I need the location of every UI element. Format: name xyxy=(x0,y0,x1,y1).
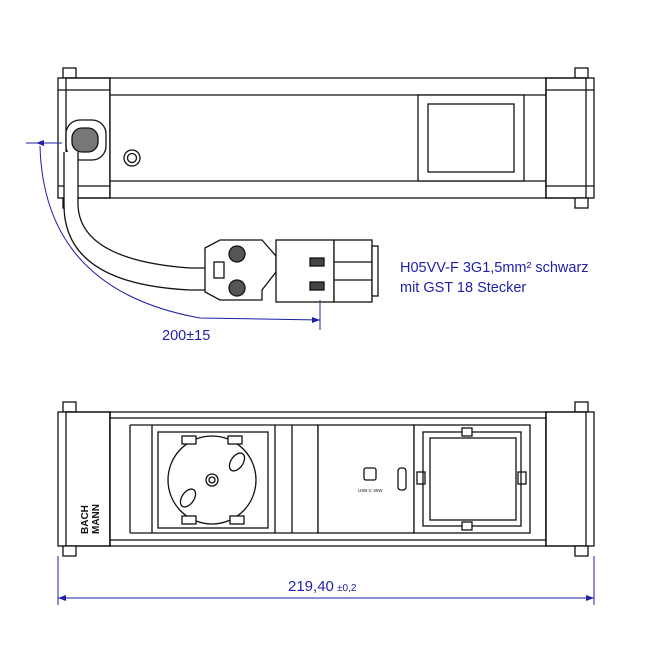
width-dimension xyxy=(57,556,595,605)
cable-gland xyxy=(65,119,107,161)
top-view xyxy=(57,67,595,303)
cable-spec-line1: H05VV-F 3G1,5mm² schwarz xyxy=(400,260,589,276)
usb-module xyxy=(317,424,415,534)
schuko-socket xyxy=(157,431,269,529)
brand-line2: MANN xyxy=(91,504,102,534)
usb-label: USB-C 30W xyxy=(358,488,383,493)
front-view xyxy=(57,401,595,557)
front-left-end-cap xyxy=(57,401,111,557)
width-dim-tolerance: ±0,2 xyxy=(337,583,357,594)
data-module-top xyxy=(417,94,525,182)
indicator-circle xyxy=(123,149,141,167)
gst18-connector xyxy=(204,239,379,303)
cable-spec-line2: mit GST 18 Stecker xyxy=(400,280,526,296)
data-module-front xyxy=(413,424,531,534)
width-dim-main: 219,40 xyxy=(288,578,334,595)
brand-line1: BACH xyxy=(80,505,91,534)
cable-length-label: 200±15 xyxy=(162,328,210,344)
front-right-end-cap xyxy=(545,401,595,557)
cable-length-dimension xyxy=(26,140,321,330)
right-end-cap xyxy=(545,67,595,209)
